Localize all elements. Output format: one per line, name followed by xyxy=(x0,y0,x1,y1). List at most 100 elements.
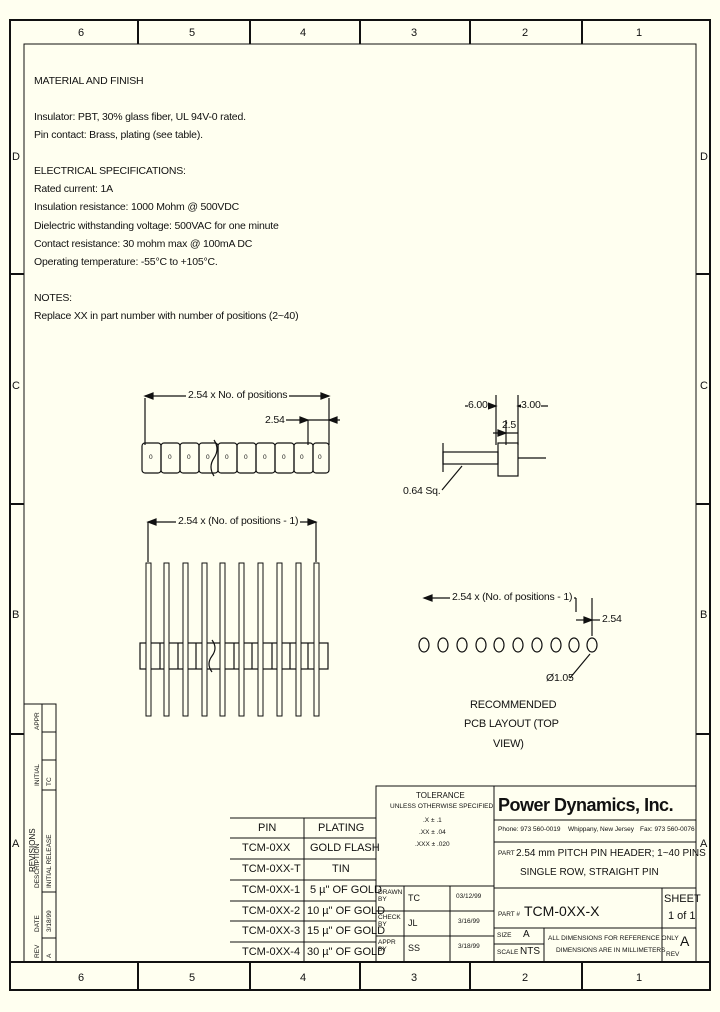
side-dim-mid: 2.5 xyxy=(502,419,516,431)
contact-resistance: Contact resistance: 30 mohm max @ 100mA … xyxy=(34,238,253,250)
sheet-label: SHEET xyxy=(664,893,701,905)
rev-value: A xyxy=(46,953,53,958)
part-number-label: PART # xyxy=(498,911,521,918)
pcb-caption-line3: VIEW) xyxy=(493,738,524,750)
signoff-initials: SS xyxy=(408,943,421,953)
scale-value: NTS xyxy=(520,946,540,957)
side-dim-left: 6.00 xyxy=(468,399,488,411)
company-location: Whippany, New Jersey xyxy=(568,826,634,833)
zone-bottom-4: 4 xyxy=(300,972,307,984)
signoff-role: APPR BY xyxy=(378,939,396,953)
signoff-date: 03/12/99 xyxy=(456,893,482,900)
pcb-holes xyxy=(418,637,598,653)
part-description-line1: 2.54 mm PITCH PIN HEADER; 1~40 PINS xyxy=(516,848,706,859)
top-view-overall-dim: 2.54 x No. of positions xyxy=(186,389,290,401)
rev-header: REV xyxy=(34,944,41,958)
zone-top-5: 5 xyxy=(189,27,196,39)
tolerance-subtitle: UNLESS OTHERWISE SPECIFIED xyxy=(390,803,494,810)
top-view-pitch-dim: 2.54 xyxy=(265,414,285,426)
pin-marker: 0 xyxy=(187,454,191,461)
size-label: SIZE xyxy=(497,932,512,939)
pcb-dims xyxy=(422,594,600,679)
rev-date: 3/18/99 xyxy=(46,910,53,932)
rev-value-title: A xyxy=(680,933,690,949)
notes-heading: NOTES: xyxy=(34,292,72,304)
zone-right-D: D xyxy=(700,151,708,163)
plating-row-pin: TCM-0XX-2 xyxy=(242,905,301,917)
pin-marker: 0 xyxy=(149,454,153,461)
material-heading: MATERIAL AND FINISH xyxy=(34,75,144,87)
plating-row-finish: GOLD FLASH xyxy=(310,842,380,854)
tolerance-line: .X ± .1 xyxy=(423,817,442,824)
plating-row-pin: TCM-0XX-4 xyxy=(242,946,301,958)
zone-bottom-2: 2 xyxy=(522,972,529,984)
description-header: DESCRIPTION xyxy=(34,843,41,888)
zone-top-4: 4 xyxy=(300,27,307,39)
revision-block-lines xyxy=(23,703,57,963)
scale-label: SCALE xyxy=(497,949,519,956)
insulator-spec: Insulator: PBT, 30% glass fiber, UL 94V-… xyxy=(34,111,246,123)
tolerance-line: .XX ± .04 xyxy=(419,829,446,836)
pcb-caption-line1: RECOMMENDED xyxy=(470,699,557,711)
plating-row-finish: TIN xyxy=(332,863,350,875)
rev-description: INITIAL RELEASE xyxy=(46,834,53,888)
signoff-date: 3/16/99 xyxy=(458,918,480,925)
front-view-pins xyxy=(145,562,320,717)
dielectric-voltage: Dielectric withstanding voltage: 500VAC … xyxy=(34,220,279,232)
signoff-initials: TC xyxy=(408,893,420,903)
pcb-pitch-dim: 2.54 xyxy=(602,613,622,625)
plating-row-finish: 10 µ" OF GOLD xyxy=(307,905,386,917)
pcb-hole-diameter: Ø1.05 xyxy=(546,672,574,684)
zone-right-B: B xyxy=(700,609,708,621)
zone-ticks xyxy=(10,20,710,990)
side-square-dim: 0.64 Sq. xyxy=(403,485,441,497)
pcb-caption-line2: PCB LAYOUT (TOP xyxy=(464,718,559,730)
title-block-lines xyxy=(375,785,697,963)
date-header: DATE xyxy=(34,915,41,932)
electrical-heading: ELECTRICAL SPECIFICATIONS: xyxy=(34,165,186,177)
zone-top-1: 1 xyxy=(636,27,643,39)
tolerance-line: .XXX ± .020 xyxy=(415,841,450,848)
zone-top-2: 2 xyxy=(522,27,529,39)
dims-note-line1: ALL DIMENSIONS FOR REFERENCE ONLY xyxy=(548,935,679,942)
zone-left-A: A xyxy=(12,838,20,850)
plating-row-pin: TCM-0XX-1 xyxy=(242,884,301,896)
pin-marker: 0 xyxy=(300,454,304,461)
company-phone: Phone: 973 560-0019 xyxy=(498,826,561,833)
plating-row-finish: 5 µ" OF GOLD xyxy=(310,884,382,896)
appr-header: APPR xyxy=(34,712,41,730)
operating-temperature: Operating temperature: -55°C to +105°C. xyxy=(34,256,218,268)
pin-marker: 0 xyxy=(206,454,210,461)
signoff-role: CHECK BY xyxy=(378,914,401,928)
outer-frame xyxy=(9,19,711,963)
zone-right-A: A xyxy=(700,838,708,850)
part-desc-label: PART xyxy=(498,850,515,857)
plating-pin-header: PIN xyxy=(258,822,277,834)
plating-row-pin: TCM-0XX-T xyxy=(242,863,301,875)
replace-note: Replace XX in part number with number of… xyxy=(34,310,299,322)
size-value: A xyxy=(523,929,530,940)
zone-right-C: C xyxy=(700,380,708,392)
zone-left-D: D xyxy=(12,151,20,163)
zone-top-6: 6 xyxy=(78,27,85,39)
plating-table-lines xyxy=(230,817,376,962)
initial-header: INITIAL xyxy=(34,763,41,786)
front-view-span-dim: 2.54 x (No. of positions - 1) xyxy=(176,515,301,527)
pin-marker: 0 xyxy=(263,454,267,461)
signoff-role: DRAWN BY xyxy=(378,889,403,903)
pin-marker: 0 xyxy=(168,454,172,461)
zone-bottom-1: 1 xyxy=(636,972,643,984)
pin-marker: 0 xyxy=(225,454,229,461)
part-number: TCM-0XX-X xyxy=(524,903,600,919)
zone-left-C: C xyxy=(12,380,20,392)
pin-marker: 0 xyxy=(282,454,286,461)
zone-bottom-3: 3 xyxy=(411,972,418,984)
rated-current: Rated current: 1A xyxy=(34,183,113,195)
pin-marker: 0 xyxy=(244,454,248,461)
rev-initial: TC xyxy=(46,777,53,786)
dims-note-line2: DIMENSIONS ARE IN MILLIMETERS xyxy=(556,947,666,954)
top-view-cells xyxy=(141,442,330,474)
plating-header: PLATING xyxy=(318,822,365,834)
part-description-line2: SINGLE ROW, STRAIGHT PIN xyxy=(520,867,659,878)
